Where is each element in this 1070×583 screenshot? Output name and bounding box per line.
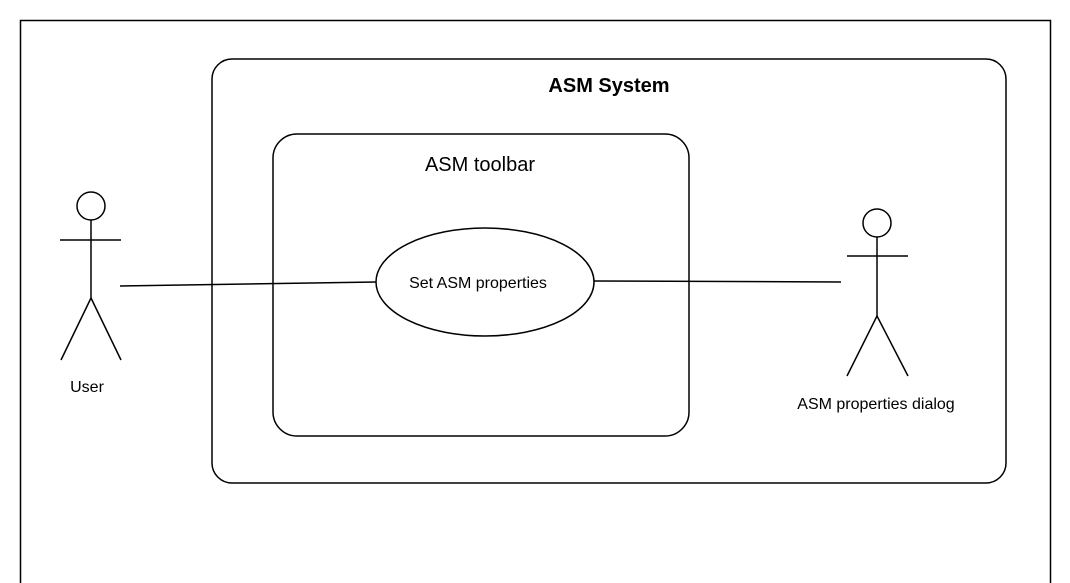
association-user bbox=[119, 281, 377, 287]
association-dialog bbox=[593, 280, 842, 283]
subsystem-boundary bbox=[272, 133, 690, 437]
actor-user-left-leg bbox=[60, 297, 92, 361]
actor-user-right-leg bbox=[90, 297, 122, 361]
use-case-ellipse bbox=[375, 227, 595, 337]
diagram-frame bbox=[19, 19, 1052, 583]
subsystem-title: ASM toolbar bbox=[425, 154, 535, 176]
use-case-label: Set ASM properties bbox=[409, 275, 547, 292]
actor-user-head bbox=[76, 191, 106, 221]
actor-dialog-head bbox=[862, 208, 892, 238]
actor-dialog-right-leg bbox=[876, 315, 909, 377]
actor-dialog bbox=[846, 208, 909, 377]
system-title: ASM System bbox=[548, 75, 669, 97]
actor-user bbox=[60, 191, 122, 361]
actor-dialog-left-leg bbox=[846, 315, 878, 377]
actor-user-label: User bbox=[70, 379, 104, 396]
actor-dialog-label: ASM properties dialog bbox=[797, 396, 954, 413]
system-boundary bbox=[211, 58, 1007, 484]
